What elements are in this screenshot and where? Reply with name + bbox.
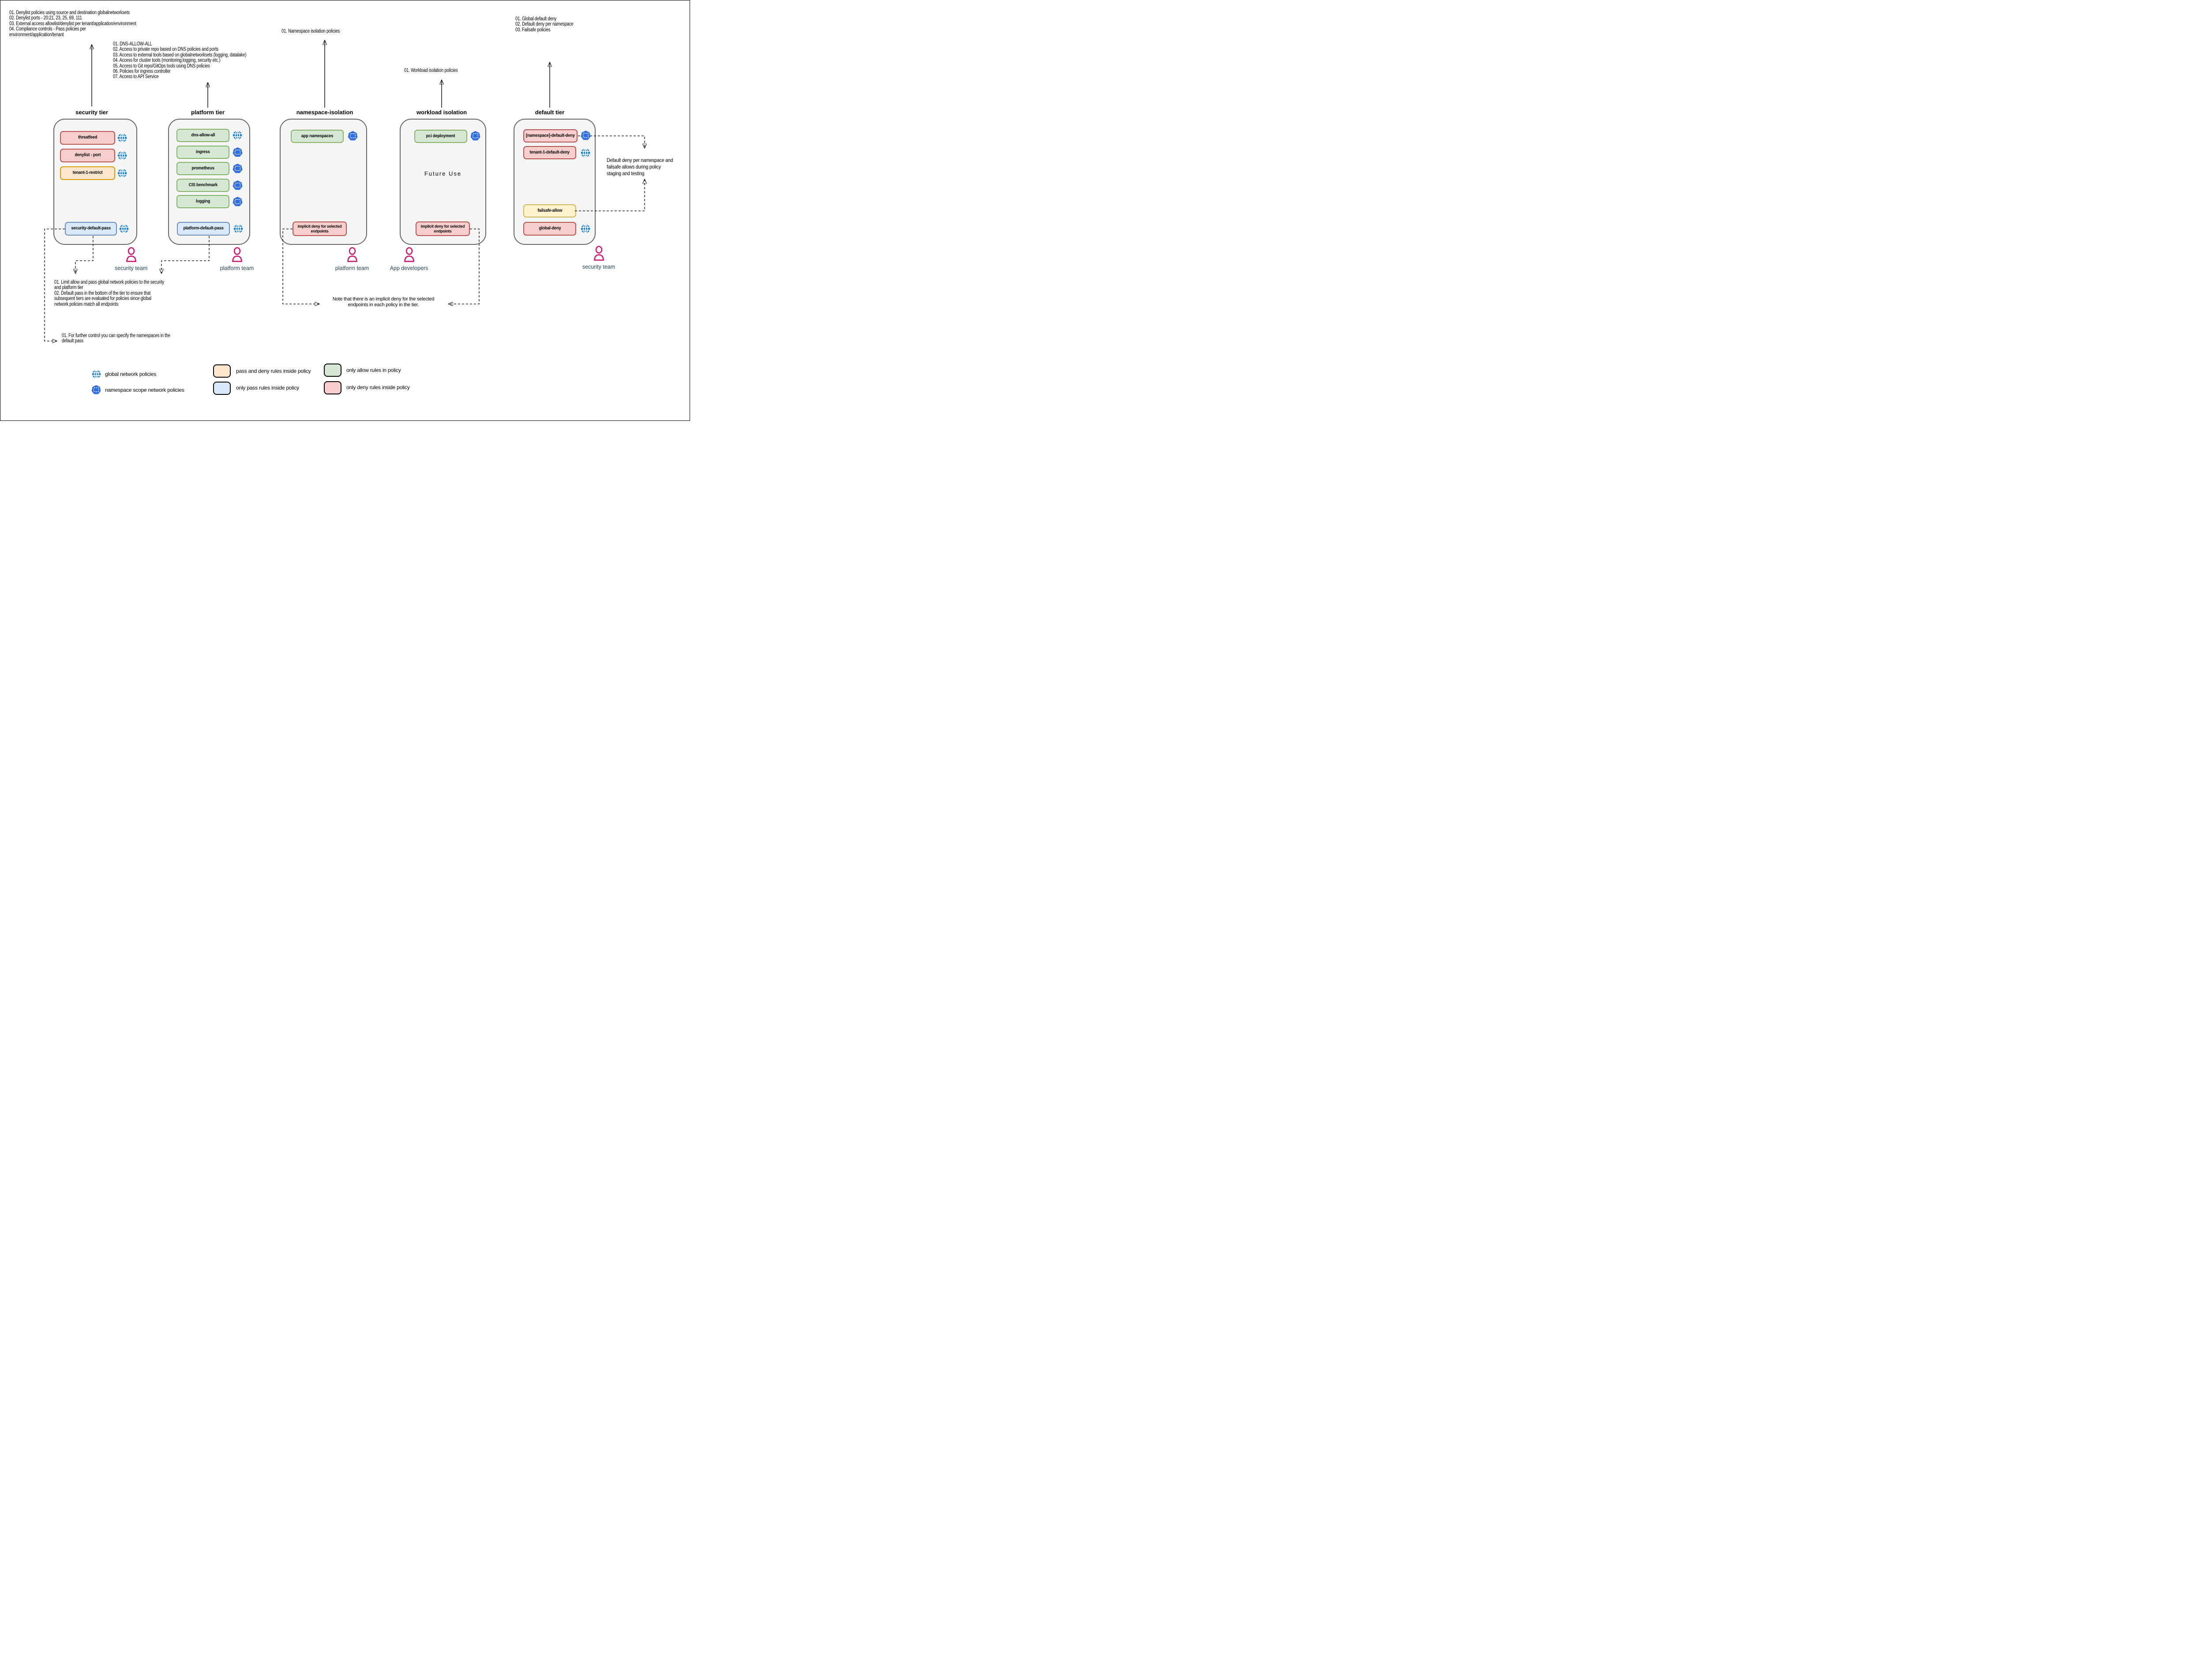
policy-tenant-1-restrict: tenant-1-restrict bbox=[60, 166, 115, 180]
team-label-security-1: security team bbox=[114, 265, 148, 271]
team-label-app-developers: App developers bbox=[390, 265, 428, 271]
namespace-policy-icon bbox=[232, 163, 243, 174]
policy-ingress: ingress bbox=[176, 146, 229, 159]
global-policy-icon bbox=[580, 224, 591, 234]
default-tier-note: 01. Global default deny 02. Default deny… bbox=[515, 16, 574, 33]
legend-pass-deny-label: pass and deny rules inside policy bbox=[236, 368, 311, 374]
further-control-note: 01. For further control you can specify … bbox=[62, 333, 170, 344]
policy-platform-default-pass: platform-default-pass bbox=[177, 222, 230, 236]
implicit-deny-note: Note that there is an implicit deny for … bbox=[332, 296, 435, 308]
policy-security-default-pass: security-default-pass bbox=[65, 222, 117, 236]
person-icon bbox=[346, 247, 359, 262]
team-label-security-2: security team bbox=[582, 264, 615, 270]
policy-namespace-default-deny: [namespace]-default-deny bbox=[523, 129, 578, 142]
legend-only-deny-swatch bbox=[324, 381, 341, 394]
global-policy-icon bbox=[117, 168, 128, 178]
policy-cis-benchmark: CIS benchmark bbox=[176, 179, 229, 192]
policy-global-deny: global-deny bbox=[523, 222, 576, 236]
policy-logging: logging bbox=[176, 195, 229, 208]
namespace-policy-icon bbox=[347, 131, 358, 141]
namespace-policy-icon bbox=[470, 131, 481, 141]
namespace-policy-icon bbox=[232, 180, 243, 191]
namespace-policy-icon bbox=[232, 196, 243, 207]
person-icon bbox=[125, 247, 138, 262]
legend-pass-deny-swatch bbox=[213, 364, 231, 378]
person-icon bbox=[593, 246, 605, 261]
workload-isolation-note: 01. Workload isolation policies bbox=[404, 68, 458, 73]
policy-prometheus: prometheus bbox=[176, 162, 229, 175]
tier-title-workload-isolation: workload isolation bbox=[416, 109, 467, 116]
policy-denylist-port: denylist - port bbox=[60, 149, 115, 162]
tier-title-namespace-isolation: namespace-isolation bbox=[296, 109, 353, 116]
global-policy-icon bbox=[580, 148, 591, 158]
security-tier-note: 01. Denylist policies using source and d… bbox=[9, 10, 136, 38]
legend-only-pass-swatch bbox=[213, 382, 231, 395]
network-policy-tiers-diagram: 01. Denylist policies using source and d… bbox=[0, 0, 690, 421]
global-policy-icon bbox=[119, 224, 129, 234]
person-icon bbox=[403, 247, 416, 262]
policy-app-namespaces: app namespaces bbox=[291, 130, 344, 143]
policy-tenant-1-default-deny: tenant-1-default-deny bbox=[523, 146, 576, 159]
person-icon bbox=[231, 247, 244, 262]
policy-threatfeed: threatfeed bbox=[60, 131, 115, 145]
team-label-platform-1: platform team bbox=[220, 265, 254, 271]
tier-title-platform: platform tier bbox=[191, 109, 225, 116]
limit-allow-pass-note: 01. Limit allow and pass global network … bbox=[54, 280, 164, 307]
tier-title-default: default tier bbox=[535, 109, 565, 116]
namespace-isolation-note: 01. Namespace isolation policies bbox=[281, 29, 340, 34]
legend-namespace-label: namespace scope network policies bbox=[105, 387, 184, 393]
future-use-label: Future Use bbox=[424, 170, 462, 177]
tier-title-security: security tier bbox=[75, 109, 108, 116]
namespace-policy-icon bbox=[232, 147, 243, 158]
legend-only-allow-swatch bbox=[324, 364, 341, 377]
legend-only-deny-label: only deny rules inside policy bbox=[346, 384, 410, 390]
policy-implicit-deny-namespace: implicit deny for selected endpoints bbox=[293, 221, 347, 236]
global-policy-icon bbox=[232, 130, 243, 140]
global-policy-icon bbox=[233, 224, 244, 234]
staging-testing-note: Default deny per namespace and failsafe … bbox=[607, 157, 673, 176]
legend-namespace-icon bbox=[91, 385, 101, 395]
legend-only-allow-label: only allow rules in policy bbox=[346, 367, 401, 373]
platform-tier-note: 01. DNS-ALLOW-ALL 02. Access to private … bbox=[113, 41, 247, 80]
policy-pci-deployment: pci deployment bbox=[414, 130, 467, 143]
global-policy-icon bbox=[117, 133, 128, 143]
global-policy-icon bbox=[117, 150, 128, 161]
policy-dns-allow-all: dns-allow-all bbox=[176, 129, 229, 142]
policy-implicit-deny-workload: implicit deny for selected endpoints bbox=[416, 221, 470, 236]
legend-only-pass-label: only pass rules inside policy bbox=[236, 385, 299, 391]
policy-failsafe-allow: failsafe-allow bbox=[523, 204, 576, 218]
legend-globe-icon bbox=[91, 369, 101, 379]
legend-global-label: global network policies bbox=[105, 371, 157, 377]
team-label-platform-2: platform team bbox=[335, 265, 369, 271]
namespace-policy-icon bbox=[580, 130, 591, 141]
